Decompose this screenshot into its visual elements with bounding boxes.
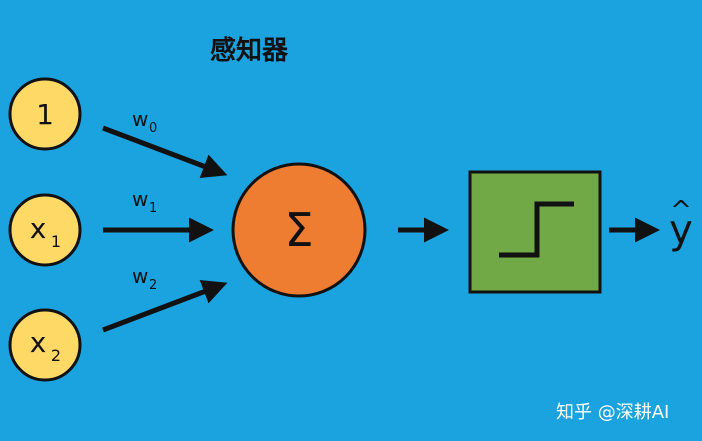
svg-text:^: ^	[670, 196, 692, 226]
diagram-title: 感知器	[210, 36, 289, 66]
svg-text:w: w	[132, 264, 148, 288]
step-function-icon	[499, 201, 574, 258]
weight-label-0: w 0	[132, 107, 157, 136]
step-function-box	[468, 170, 602, 294]
weight-arrow-0	[102, 125, 228, 179]
weight-label-2: w 2	[132, 264, 157, 293]
input-node-0: 1	[8, 77, 82, 151]
input-subscript-1: 1	[51, 232, 61, 251]
input-subscript-2: 2	[51, 346, 61, 365]
svg-text:1: 1	[149, 201, 157, 216]
svg-text:Σ: Σ	[284, 203, 313, 257]
svg-text:x: x	[30, 212, 47, 245]
svg-text:2: 2	[149, 278, 157, 293]
sum-node: Σ	[231, 162, 367, 298]
output-hat: ^	[670, 196, 692, 226]
output-symbol: y	[669, 207, 693, 253]
input-label-2: x	[30, 326, 47, 359]
svg-text:1: 1	[36, 98, 54, 131]
svg-text:w: w	[132, 187, 148, 211]
svg-text:x: x	[30, 326, 47, 359]
weight-label-1: w 1	[132, 187, 157, 216]
input-label-1: x	[30, 212, 47, 245]
svg-text:0: 0	[149, 121, 157, 136]
svg-text:2: 2	[51, 346, 61, 365]
watermark-text: 知乎 @深耕AI	[556, 402, 670, 423]
input-node-1: x 1	[8, 193, 82, 267]
input-node-2: x 2	[8, 308, 82, 382]
svg-text:w: w	[132, 107, 148, 131]
input-label-0: 1	[36, 98, 54, 131]
svg-text:y: y	[669, 207, 693, 253]
weight-arrow-2	[102, 279, 228, 333]
svg-text:1: 1	[51, 232, 61, 251]
output-label: y ^	[669, 196, 693, 253]
sum-symbol: Σ	[284, 203, 313, 257]
